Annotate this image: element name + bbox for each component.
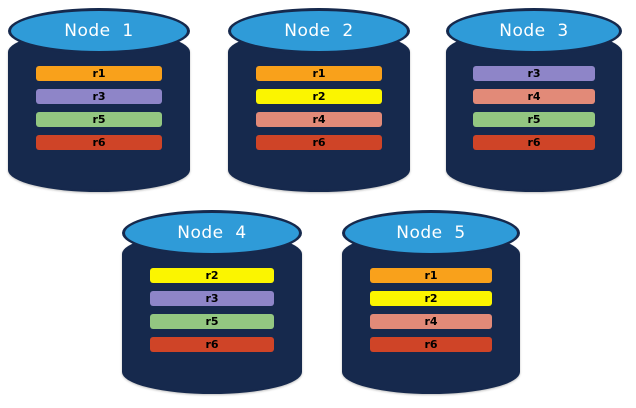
replica-bar[interactable]: r2: [256, 89, 382, 104]
replica-bar[interactable]: r6: [369, 337, 493, 352]
cylinder-top-ellipse: [342, 210, 520, 256]
replica-list: r1 r2 r4 r6: [342, 268, 520, 352]
replica-list: r2 r3 r5 r6: [122, 268, 302, 352]
replica-bar[interactable]: r3: [473, 66, 595, 81]
replica-bar[interactable]: r4: [473, 89, 595, 104]
replica-bar[interactable]: r6: [256, 135, 382, 150]
cylinder-top-ellipse: [446, 8, 622, 54]
cylinder-top-ellipse: [228, 8, 410, 54]
cylinder-shape: Node 2: [228, 8, 410, 192]
replica-bar[interactable]: r5: [149, 314, 275, 329]
node-cylinder-3[interactable]: Node 3 r3 r4 r5 r6: [446, 8, 622, 192]
cylinder-shape: Node 4: [122, 210, 302, 394]
node-label: Node 4: [177, 223, 247, 243]
cylinder-top-ellipse: [122, 210, 302, 256]
node-label: Node 2: [284, 21, 354, 41]
replica-bar[interactable]: r6: [36, 135, 162, 150]
node-label: Node 3: [499, 21, 569, 41]
cylinder-shape: Node 3: [446, 8, 622, 192]
node-cylinder-2[interactable]: Node 2 r1 r2 r4 r6: [228, 8, 410, 192]
node-cylinder-5[interactable]: Node 5 r1 r2 r4 r6: [342, 210, 520, 394]
replica-bar[interactable]: r4: [256, 112, 382, 127]
replica-bar[interactable]: r6: [473, 135, 595, 150]
replica-bar[interactable]: r2: [369, 291, 493, 306]
replica-bar[interactable]: r5: [36, 112, 162, 127]
cylinder-body: [122, 232, 302, 394]
replica-bar[interactable]: r4: [369, 314, 493, 329]
replica-list: r1 r2 r4 r6: [228, 66, 410, 150]
node-cylinder-1[interactable]: Node 1 r1 r3 r5 r6: [8, 8, 190, 192]
replica-bar[interactable]: r3: [36, 89, 162, 104]
cylinder-body: [342, 232, 520, 394]
replica-bar[interactable]: r2: [149, 268, 275, 283]
node-label: Node 1: [64, 21, 134, 41]
replica-bar[interactable]: r1: [36, 66, 162, 81]
replica-bar[interactable]: r6: [149, 337, 275, 352]
node-cylinder-4[interactable]: Node 4 r2 r3 r5 r6: [122, 210, 302, 394]
replica-bar[interactable]: r5: [473, 112, 595, 127]
replica-bar[interactable]: r1: [256, 66, 382, 81]
replica-bar[interactable]: r1: [369, 268, 493, 283]
cylinder-shape: Node 5: [342, 210, 520, 394]
replica-list: r1 r3 r5 r6: [8, 66, 190, 150]
replica-list: r3 r4 r5 r6: [446, 66, 622, 150]
cylinder-shape: Node 1: [8, 8, 190, 192]
cylinder-top-ellipse: [8, 8, 190, 54]
node-label: Node 5: [396, 223, 466, 243]
replica-bar[interactable]: r3: [149, 291, 275, 306]
